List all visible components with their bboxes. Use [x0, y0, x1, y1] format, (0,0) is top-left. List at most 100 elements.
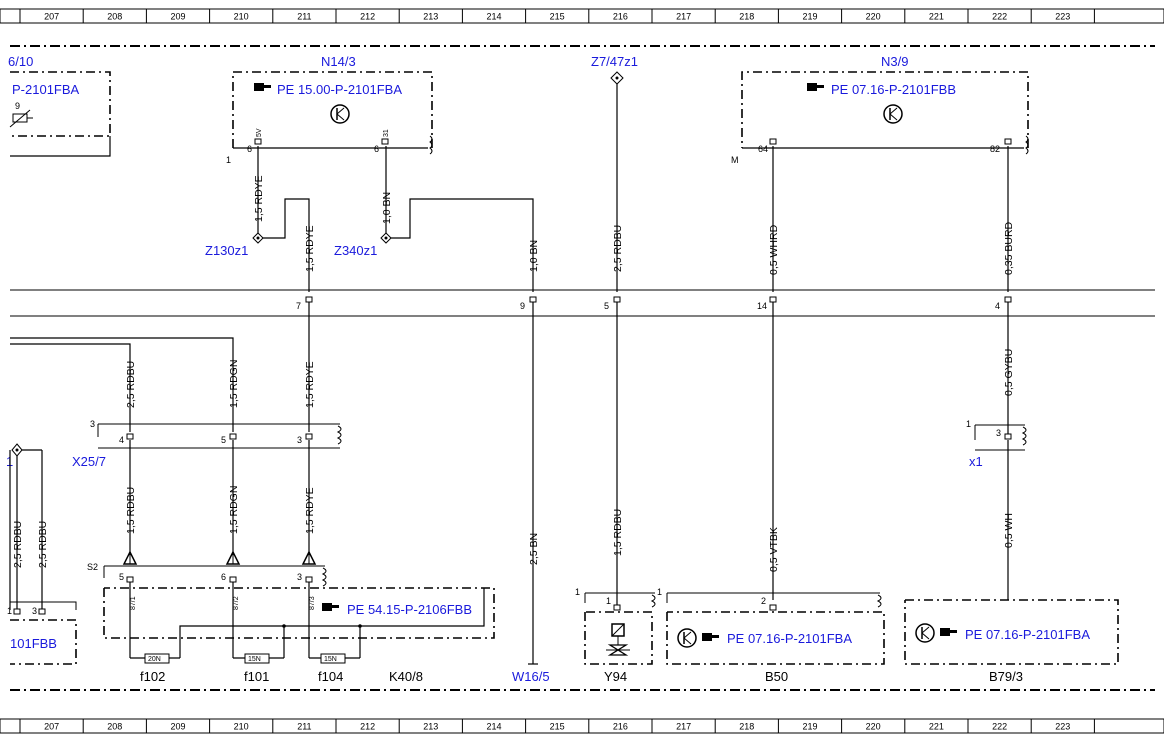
svg-text:Z340z1: Z340z1 — [334, 243, 377, 258]
svg-text:2,5 RDBU: 2,5 RDBU — [12, 521, 24, 568]
svg-text:1,5 RDYE: 1,5 RDYE — [304, 225, 316, 272]
ruler-label: 223 — [1055, 12, 1070, 22]
svg-text:31: 31 — [383, 129, 390, 137]
ruler-label: 207 — [44, 12, 59, 22]
ruler-label: 217 — [676, 722, 691, 732]
module-transistor-icon — [883, 104, 903, 124]
ruler-label: 220 — [866, 722, 881, 732]
wire-left-rdgn — [10, 337, 234, 432]
fuse-f102-label: f102 — [140, 669, 165, 684]
svg-text:1: 1 — [606, 596, 611, 606]
svg-text:15N: 15N — [324, 656, 337, 663]
ruler-label: 223 — [1055, 722, 1070, 732]
reference-hand-icon — [254, 83, 271, 91]
svg-text:Y94: Y94 — [604, 669, 627, 684]
x25-7-label: X25/7 — [72, 454, 106, 469]
fuse-f104-label: f104 — [318, 669, 343, 684]
ruler-label: 218 — [739, 12, 754, 22]
ruler-label: 213 — [423, 722, 438, 732]
svg-text:9: 9 — [15, 101, 20, 111]
svg-text:1,5 RDYE: 1,5 RDYE — [304, 487, 316, 534]
svg-text:87/2: 87/2 — [233, 596, 240, 610]
b79-3-sensor: PE 07.16-P-2101FBA B79/3 — [904, 599, 1119, 684]
wire-left-rdbu — [10, 343, 131, 432]
ruler-label: 214 — [486, 12, 501, 22]
splice-z7-47z1: Z7/47z1 — [591, 54, 638, 85]
svg-text:0,5 VTBK: 0,5 VTBK — [768, 527, 780, 572]
svg-text:3: 3 — [297, 435, 302, 445]
svg-text:1: 1 — [226, 155, 231, 165]
ruler-label: 215 — [550, 12, 565, 22]
reference-hand-icon — [807, 83, 824, 91]
w16-5-label: W16/5 — [512, 669, 550, 684]
ruler-label: 222 — [992, 12, 1007, 22]
svg-text:1,5 RDYE: 1,5 RDYE — [304, 361, 316, 408]
svg-text:5: 5 — [604, 301, 609, 311]
ruler-label: 221 — [929, 722, 944, 732]
wire-n14-pin1-label: 1,5 RDYE — [253, 175, 265, 222]
ruler-label: 210 — [234, 12, 249, 22]
svg-text:Z7/47z1: Z7/47z1 — [591, 54, 638, 69]
ruler-label: 216 — [613, 722, 628, 732]
ruler-label: 214 — [486, 722, 501, 732]
svg-text:2,5 RDBU: 2,5 RDBU — [125, 361, 137, 408]
fuse-f101-label: f101 — [244, 669, 269, 684]
bus-pins: 7 9 5 14 4 — [296, 296, 1012, 311]
svg-text:2,5 RDBU: 2,5 RDBU — [37, 521, 49, 568]
ruler-label: 208 — [107, 12, 122, 22]
ruler-label: 212 — [360, 722, 375, 732]
svg-text:1,5 RDBU: 1,5 RDBU — [612, 509, 624, 556]
thermistor-icon — [9, 109, 33, 128]
svg-text:0,5 GYBU: 0,5 GYBU — [1003, 349, 1015, 396]
ruler-label: 213 — [423, 12, 438, 22]
x1-label: x1 — [969, 454, 983, 469]
ruler-label: 211 — [297, 722, 311, 732]
ruler-label: 209 — [170, 722, 185, 732]
module-transistor-icon — [330, 104, 350, 124]
svg-text:0,5 WH: 0,5 WH — [1003, 513, 1015, 548]
k40-8-label: K40/8 — [389, 669, 423, 684]
svg-text:M: M — [731, 155, 739, 165]
svg-text:5V: 5V — [256, 128, 263, 137]
svg-text:1,5 RDGN: 1,5 RDGN — [228, 360, 240, 408]
left-partial-title: 6/10 — [8, 54, 33, 69]
svg-text:7: 7 — [296, 301, 301, 311]
svg-text:S2: S2 — [87, 562, 98, 572]
reference-hand-icon — [702, 633, 719, 641]
svg-text:3: 3 — [996, 428, 1001, 438]
svg-text:PE 54.15-P-2106FBB: PE 54.15-P-2106FBB — [347, 602, 472, 617]
svg-text:1: 1 — [7, 606, 12, 616]
svg-text:15N: 15N — [248, 656, 261, 663]
sensor-transistor-icon — [915, 623, 935, 643]
n14-3-title: N14/3 — [321, 54, 356, 69]
svg-text:101FBB: 101FBB — [10, 636, 57, 651]
svg-text:5: 5 — [221, 435, 226, 445]
reference-hand-icon — [322, 603, 339, 611]
svg-text:87/3: 87/3 — [309, 596, 316, 610]
svg-text:PE 07.16-P-2101FBA: PE 07.16-P-2101FBA — [965, 627, 1090, 642]
svg-text:2,5 RDBU: 2,5 RDBU — [612, 225, 624, 272]
svg-text:20N: 20N — [148, 656, 161, 663]
svg-text:1: 1 — [575, 587, 580, 597]
svg-text:3: 3 — [90, 419, 95, 429]
k40-8-module: S2 5 6 3 87/1 87/2 87/3 PE 54.15-P-2106F… — [87, 562, 495, 684]
svg-text:1: 1 — [657, 587, 662, 597]
svg-text:82: 82 — [990, 144, 1000, 154]
svg-text:1: 1 — [966, 419, 971, 429]
b50-sensor: 1 2 PE 07.16-P-2101FBA B50 — [657, 587, 885, 684]
svg-text:4: 4 — [119, 435, 124, 445]
splice-z340z1: Z340z1 — [334, 232, 392, 258]
svg-text:B50: B50 — [765, 669, 788, 684]
svg-text:0,5 WHRD: 0,5 WHRD — [768, 224, 780, 275]
ruler-label: 208 — [107, 722, 122, 732]
ruler-label: 207 — [44, 722, 59, 732]
wire-rdye-to-bus — [262, 198, 310, 292]
ruler-label: 219 — [802, 722, 817, 732]
splice-z130z1: Z130z1 — [205, 232, 264, 258]
ruler-label: 218 — [739, 722, 754, 732]
ruler-label: 221 — [929, 12, 944, 22]
svg-text:6: 6 — [221, 572, 226, 582]
